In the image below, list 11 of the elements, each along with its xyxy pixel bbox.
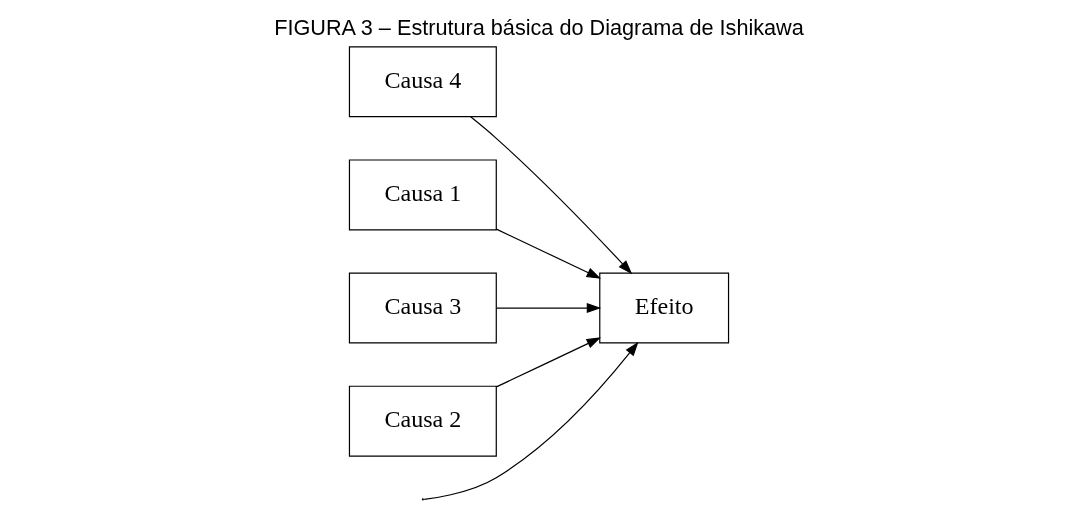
node-box: Causa 1 (348, 159, 497, 231)
arrow (423, 341, 639, 500)
arrow (495, 228, 602, 279)
diagram-title: FIGURA 3 – Estrutura básica do Diagrama de Ishikawa (274, 15, 804, 41)
node-box: Efeito (599, 272, 730, 344)
node-box: Causa 2 (348, 385, 497, 457)
arrow (495, 302, 602, 314)
node-box: Causa 3 (348, 272, 497, 344)
node-box: Causa 4 (348, 46, 497, 118)
arrow (470, 116, 633, 275)
arrow (495, 337, 602, 388)
